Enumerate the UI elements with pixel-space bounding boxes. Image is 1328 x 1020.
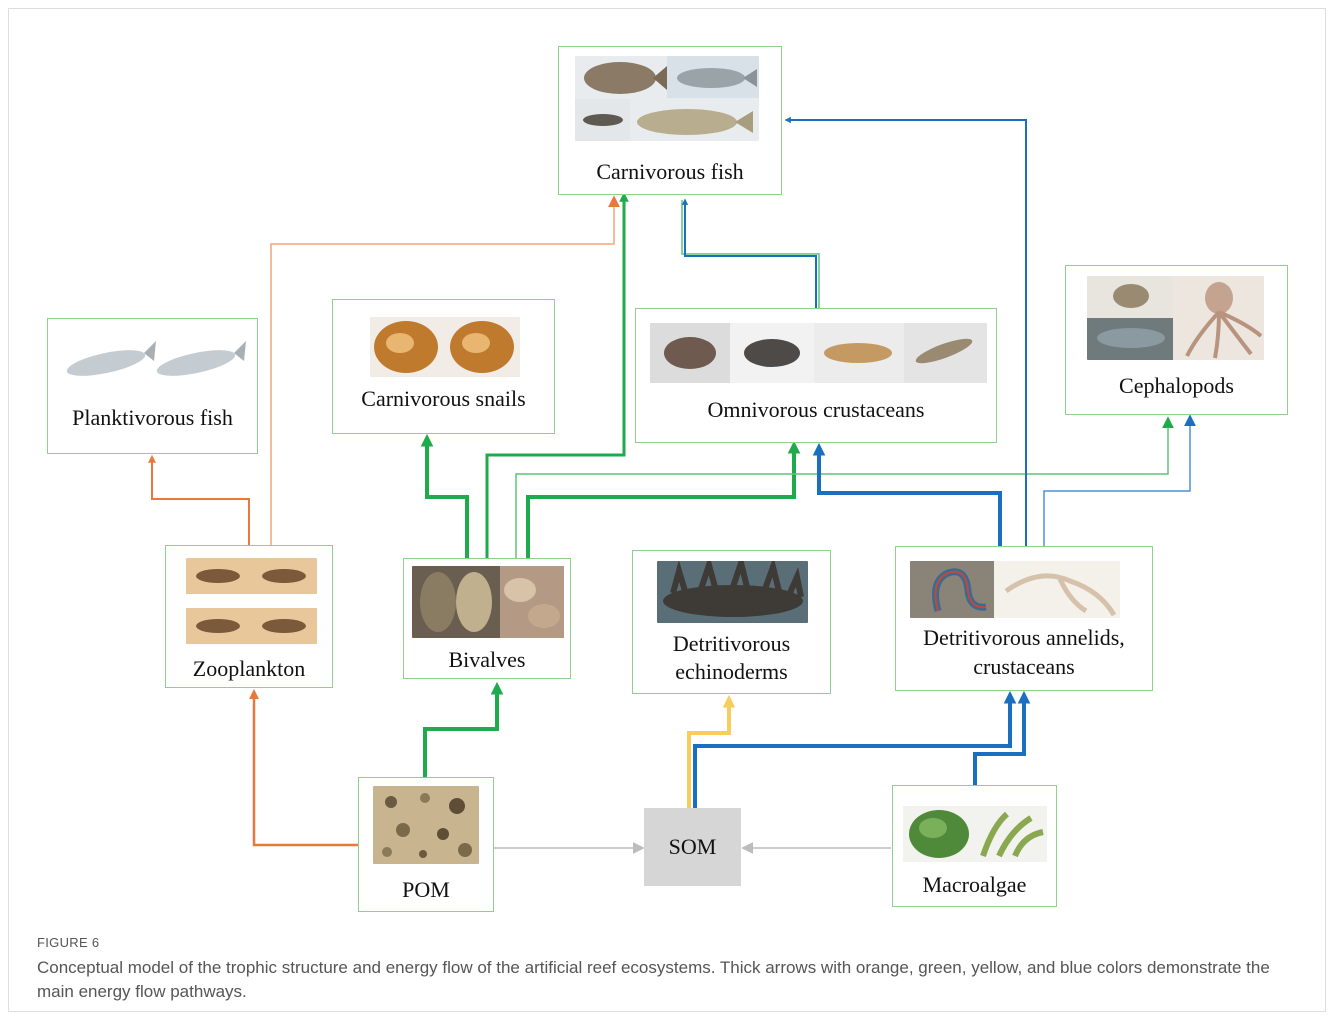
macroalgae-label: Macroalgae [893,870,1056,899]
omnivorous-crustaceans-photos [650,323,987,383]
som-label: SOM [669,834,717,860]
planktivorous-fish-photos [62,333,248,389]
arrow-pom-bivalves [425,687,497,777]
echinoderms-label-line1: Detritivorous [633,629,830,658]
zooplankton-label: Zooplankton [166,654,332,683]
bivalves-photos [412,566,564,638]
node-detritivorous-echinoderms: Detritivorous echinoderms [632,550,831,694]
pom-label: POM [359,875,493,904]
node-macroalgae: Macroalgae [892,785,1057,907]
node-bivalves: Bivalves [403,558,571,679]
arrow-bivalves-snails [427,439,467,558]
node-omnivorous-crustaceans: Omnivorous crustaceans [635,308,997,443]
node-carnivorous-snails: Carnivorous snails [332,299,555,434]
node-detritivorous-annelids: Detritivorous annelids, crustaceans [895,546,1153,691]
pom-photo [373,786,479,864]
bivalves-label: Bivalves [404,645,570,674]
figure-label: FIGURE 6 [37,935,99,950]
arrow-bivalves-omnivorous [528,446,794,558]
carnivorous-snails-photos [370,317,520,377]
annelids-photos [910,561,1120,618]
arrow-macroalgae-annelids [975,696,1024,785]
echinoderms-label-line2: echinoderms [633,657,830,686]
node-zooplankton: Zooplankton [165,545,333,688]
node-pom: POM [358,777,494,912]
cephalopods-label: Cephalopods [1066,371,1287,400]
echinoderms-photo [657,561,808,623]
node-som: SOM [644,808,741,886]
carnivorous-fish-label: Carnivorous fish [559,157,781,186]
figure-caption: Conceptual model of the trophic structur… [37,956,1297,1004]
node-planktivorous-fish: Planktivorous fish [47,318,258,454]
planktivorous-fish-label: Planktivorous fish [48,403,257,432]
zooplankton-photos [186,558,317,644]
cephalopods-photos [1087,276,1264,360]
arrow-annelids-omnivorous [819,448,1000,546]
node-cephalopods: Cephalopods [1065,265,1288,415]
carnivorous-snails-label: Carnivorous snails [333,384,554,413]
node-carnivorous-fish: Carnivorous fish [558,46,782,195]
arrow-omnivorous-carnivorous-fish-green [682,200,819,309]
macroalgae-photos [903,806,1047,862]
omnivorous-crustaceans-label: Omnivorous crustaceans [636,395,996,424]
annelids-label-line1: Detritivorous annelids, [896,623,1152,652]
carnivorous-fish-photos [575,56,759,141]
arrow-pom-zooplankton [254,693,358,845]
annelids-label-line2: crustaceans [896,652,1152,681]
arrow-zooplankton-planktivorous [152,458,249,545]
arrow-omnivorous-carnivorous-fish [685,201,816,309]
